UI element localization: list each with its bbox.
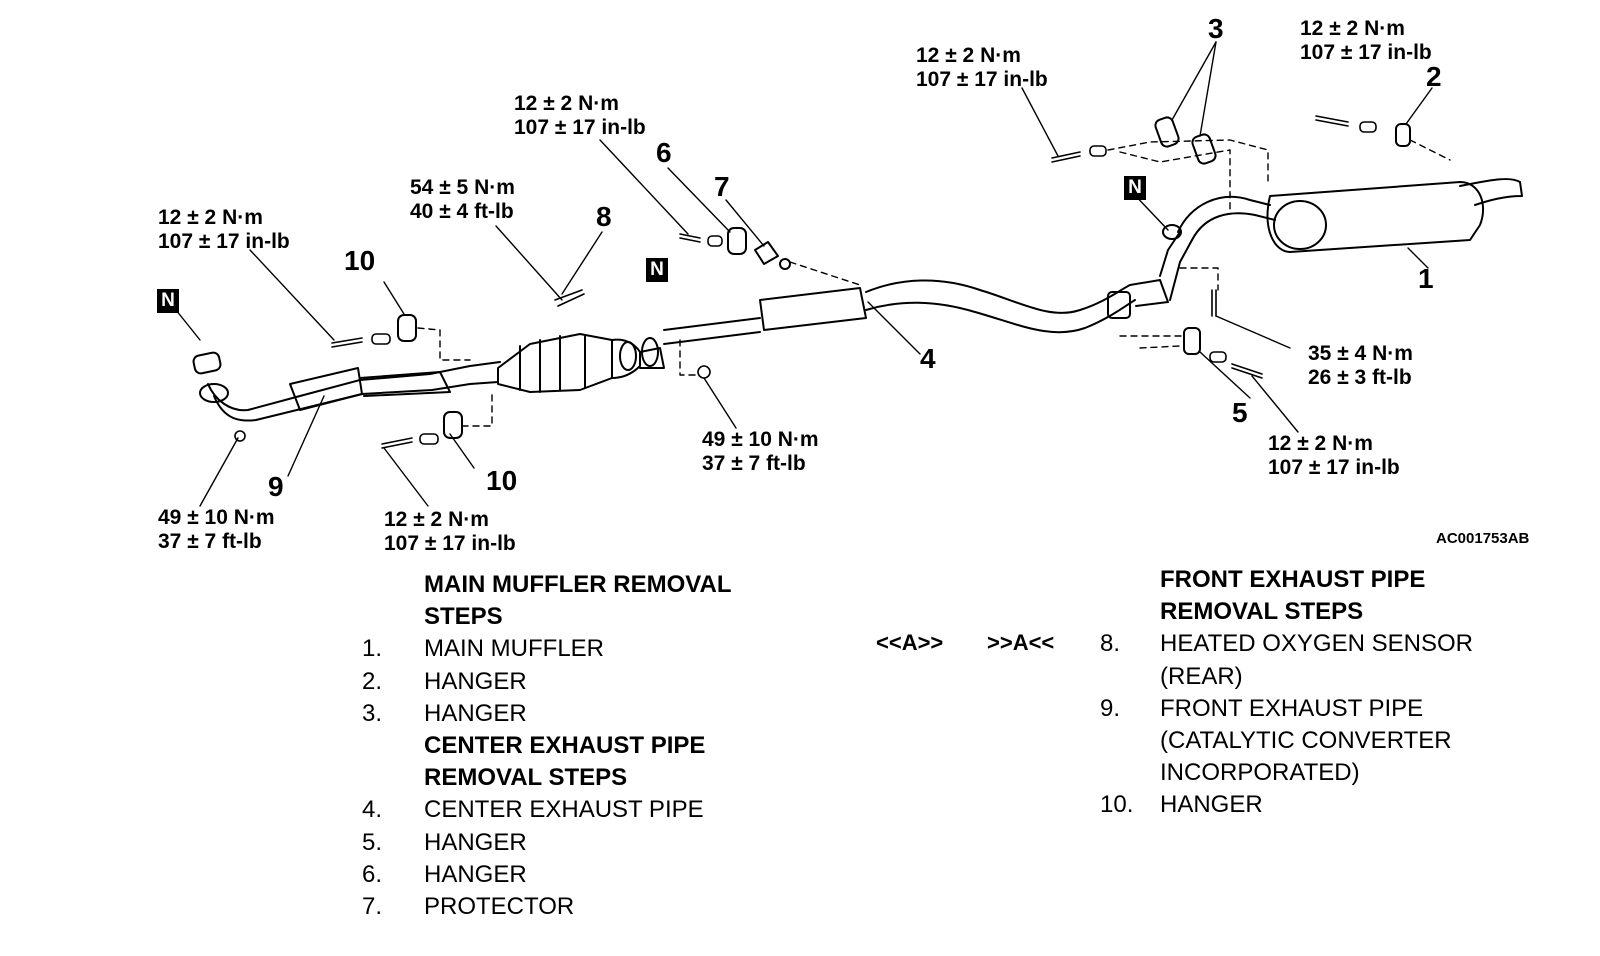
gasket-mark-converter: N: [646, 258, 668, 282]
step-row-continued: (CATALYTIC CONVERTER: [1160, 726, 1452, 754]
step-row: 8. HEATED OXYGEN SENSOR: [1100, 630, 1473, 658]
callout-4: 4: [920, 343, 936, 374]
step-row: 4. CENTER EXHAUST PIPE: [362, 796, 704, 824]
step-row: 5. HANGER: [362, 828, 527, 856]
torque-label-muffler-hanger-left: 12 ± 2 N·m 107 ± 17 in-lb: [916, 44, 1048, 91]
torque-label-oxygen-sensor: 54 ± 5 N·m 40 ± 4 ft-lb: [410, 176, 515, 223]
callout-9: 9: [268, 471, 284, 502]
front-exhaust-pipe-drawing: [199, 361, 501, 422]
callout-5: 5: [1232, 397, 1248, 428]
catalytic-converter-drawing: [497, 333, 665, 393]
torque-label-front-flange-nut: 49 ± 10 N·m 37 ± 7 ft-lb: [158, 506, 275, 553]
main-muffler-drawing: [1177, 178, 1523, 253]
figure-code: AC001753AB: [1436, 530, 1530, 547]
callout-6: 6: [656, 137, 672, 168]
step-row: 3. HANGER: [362, 699, 527, 727]
step-row: 1. MAIN MUFFLER: [362, 635, 604, 663]
torque-label-lower-hanger-bolt: 12 ± 2 N·m 107 ± 17 in-lb: [384, 508, 516, 555]
front-pipe-heading-line2: REMOVAL STEPS: [1160, 598, 1364, 626]
exhaust-system-diagram: 12 ± 2 N·m 107 ± 17 in-lb 54 ± 5 N·m 40 …: [157, 13, 1530, 555]
gasket-mark-rear: N: [1124, 176, 1146, 200]
exhaust-system-drawing: [167, 41, 1523, 507]
step-row: 2. HANGER: [362, 667, 527, 695]
step-row: 9. FRONT EXHAUST PIPE: [1100, 694, 1424, 722]
bolts-drawing: [234, 115, 1377, 449]
step-row: 10. HANGER: [1100, 791, 1263, 819]
center-exhaust-pipe-drawing: [663, 231, 1193, 345]
callout-8: 8: [596, 201, 612, 232]
removal-steps-left-column: MAIN MUFFLER REMOVAL STEPS 1. MAIN MUFFL…: [362, 569, 822, 923]
callout-2: 2: [1426, 61, 1442, 92]
center-pipe-heading: CENTER EXHAUST PIPE: [424, 731, 706, 759]
step-row-continued: INCORPORATED): [1160, 759, 1360, 787]
installation-service-marker: >>A<<: [987, 630, 1055, 655]
torque-label-muffler-hanger-right: 12 ± 2 N·m 107 ± 17 in-lb: [1300, 17, 1432, 64]
torque-label-sensor-bolt: 12 ± 2 N·m 107 ± 17 in-lb: [514, 92, 646, 139]
torque-label-center-flange-nut: 49 ± 10 N·m 37 ± 7 ft-lb: [702, 428, 819, 475]
main-muffler-heading: MAIN MUFFLER REMOVAL: [424, 571, 732, 598]
center-pipe-heading-line2: REMOVAL STEPS: [424, 764, 628, 792]
flange-gaskets-drawing: [619, 337, 659, 371]
callout-10-upper: 10: [344, 245, 376, 276]
gasket-mark-front: N: [157, 289, 179, 313]
front-pipe-heading: FRONT EXHAUST PIPE: [1160, 566, 1426, 593]
step-row-continued: (REAR): [1160, 662, 1243, 690]
removal-steps-right-column: FRONT EXHAUST PIPE REMOVAL STEPS 8. HEAT…: [1100, 564, 1560, 822]
callout-10-lower: 10: [486, 465, 518, 496]
gasket-parts-drawing: [192, 224, 1182, 375]
hangers-drawing: [397, 116, 1411, 439]
alignment-dashes: [417, 139, 1451, 427]
callout-1: 1: [1418, 263, 1434, 294]
callout-3: 3: [1208, 13, 1224, 44]
torque-label-rear-hanger-bolt: 12 ± 2 N·m 107 ± 17 in-lb: [1268, 432, 1400, 479]
step-row: 7. PROTECTOR: [362, 892, 575, 920]
callout-7: 7: [714, 171, 730, 202]
torque-label-front-hanger-bolt: 12 ± 2 N·m 107 ± 17 in-lb: [158, 206, 290, 253]
step-row: 6. HANGER: [362, 860, 527, 888]
removal-service-marker: <<A>>: [876, 630, 944, 655]
torque-label-center-joint-bolt: 35 ± 4 N·m 26 ± 3 ft-lb: [1308, 342, 1413, 389]
main-muffler-heading-line2: STEPS: [424, 603, 503, 631]
